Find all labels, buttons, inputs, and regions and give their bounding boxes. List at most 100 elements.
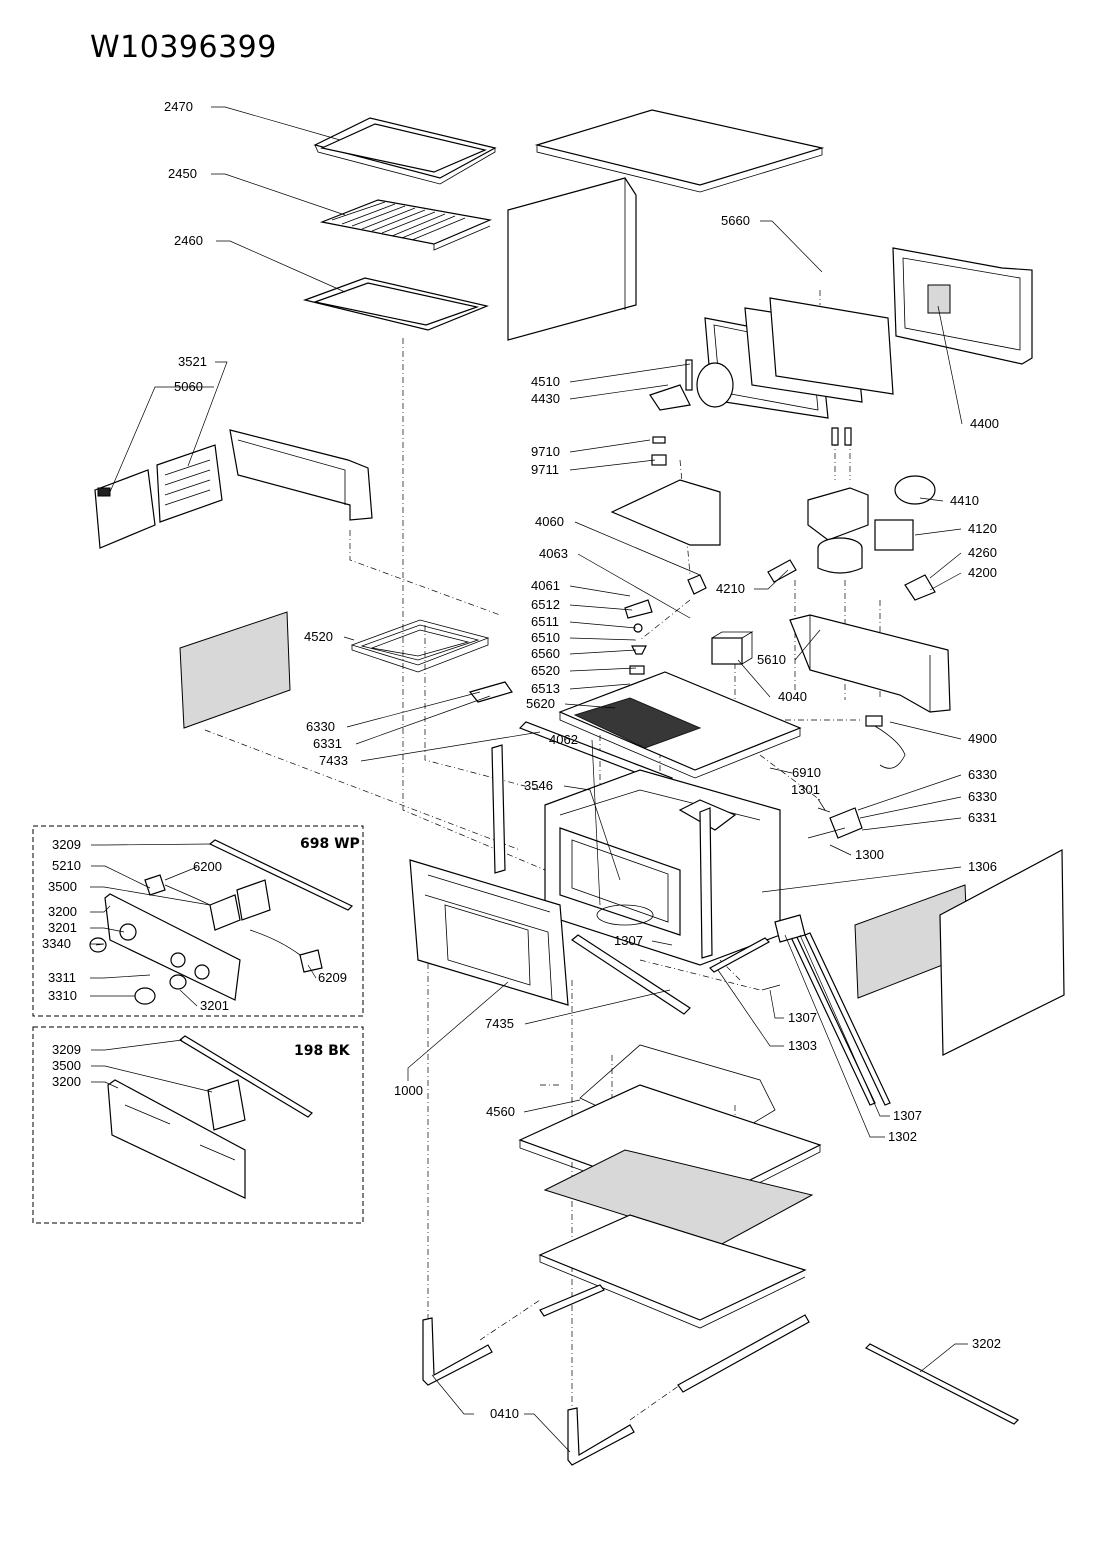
- part-2450-rack: [319, 199, 493, 251]
- part-6330-6331-clip: [468, 681, 513, 703]
- label-6209: 6209: [318, 970, 347, 985]
- part-side-panel-right: [939, 849, 1065, 1056]
- part-5620-top-cavity: [558, 671, 802, 779]
- label-6331-a: 6331: [313, 736, 342, 751]
- part-4260-4200-sensor: [904, 574, 936, 601]
- label-6330-c: 6330: [968, 789, 997, 804]
- part-9710-9711-fan-motor-mount: [610, 436, 721, 546]
- label-5060: 5060: [174, 379, 203, 394]
- part-2470-tray: [313, 117, 497, 185]
- label-3310: 3310: [48, 988, 77, 1003]
- part-top-cover-panel: [534, 109, 825, 193]
- label-4260: 4260: [968, 545, 997, 560]
- label-9710: 9710: [531, 444, 560, 459]
- label-2460: 2460: [174, 233, 203, 248]
- label-3209-b: 3209: [52, 1042, 81, 1057]
- label-4430: 4430: [531, 391, 560, 406]
- part-2460-tray: [302, 277, 489, 331]
- label-1000: 1000: [394, 1083, 423, 1098]
- label-1307-b: 1307: [788, 1010, 817, 1025]
- label-3521: 3521: [178, 354, 207, 369]
- label-6330-a: 6330: [306, 719, 335, 734]
- part-base-frame: [538, 1214, 807, 1329]
- label-1307-a: 1307: [614, 933, 643, 948]
- label-3500-b: 3500: [52, 1058, 81, 1073]
- leader-lines: [90, 106, 968, 1453]
- label-4200: 4200: [968, 565, 997, 580]
- part-side-rails: [491, 744, 713, 959]
- assembly-guide-lines: [204, 290, 881, 1421]
- label-4061: 4061: [531, 578, 560, 593]
- part-5610-rear-panel: [789, 614, 951, 713]
- label-6910: 6910: [792, 765, 821, 780]
- part-control-bracket: [229, 429, 373, 521]
- part-3521-5060-control-boards: [94, 444, 223, 549]
- label-6560: 6560: [531, 646, 560, 661]
- option-box-698wp: 698 WP: [32, 825, 364, 1017]
- label-1301: 1301: [791, 782, 820, 797]
- label-4040: 4040: [778, 689, 807, 704]
- label-3340: 3340: [42, 936, 71, 951]
- part-1303-1302-hinge-rods: [709, 914, 891, 1106]
- part-4210-capacitor: [767, 559, 797, 583]
- label-1306: 1306: [968, 859, 997, 874]
- label-5610: 5610: [757, 652, 786, 667]
- label-9711: 9711: [531, 462, 559, 477]
- label-4060: 4060: [535, 514, 564, 529]
- part-1000-door: [409, 859, 569, 1006]
- label-3202: 3202: [972, 1336, 1001, 1351]
- part-4410-4120-blower: [807, 427, 936, 574]
- label-6513: 6513: [531, 681, 560, 696]
- label-4400: 4400: [970, 416, 999, 431]
- part-thermostat-parts: [624, 574, 707, 675]
- label-5620: 5620: [526, 696, 555, 711]
- label-3209-a: 3209: [52, 837, 81, 852]
- label-6511: 6511: [531, 614, 559, 629]
- label-3546: 3546: [524, 778, 553, 793]
- label-1300: 1300: [855, 847, 884, 862]
- label-1302: 1302: [888, 1129, 917, 1144]
- part-4900-cable: [865, 715, 906, 769]
- label-3500-a: 3500: [48, 879, 77, 894]
- label-6510: 6510: [531, 630, 560, 645]
- part-labels: 2470 2450 2460 5660 4510 4430 4400 3521 …: [42, 99, 1001, 1421]
- label-4410: 4410: [950, 493, 979, 508]
- label-3200-b: 3200: [52, 1074, 81, 1089]
- part-gaskets-frames: [704, 297, 894, 419]
- label-1303: 1303: [788, 1038, 817, 1053]
- label-3201-b: 3201: [200, 998, 229, 1013]
- label-1307-c: 1307: [893, 1108, 922, 1123]
- part-4510-4430-fan-element: [649, 359, 734, 411]
- label-4062: 4062: [549, 732, 578, 747]
- label-4520: 4520: [304, 629, 333, 644]
- part-insulation-left: [179, 611, 291, 729]
- label-5660: 5660: [721, 213, 750, 228]
- page-title: W10396399: [90, 30, 277, 65]
- label-4120: 4120: [968, 521, 997, 536]
- label-6200: 6200: [193, 859, 222, 874]
- label-6520: 6520: [531, 663, 560, 678]
- label-0410: 0410: [490, 1406, 519, 1421]
- part-1300-1306-hinge: [807, 807, 863, 839]
- part-4400-housing: [892, 247, 1033, 365]
- label-6330-b: 6330: [968, 767, 997, 782]
- option-box-698wp-title: 698 WP: [300, 836, 360, 852]
- part-3202-strip: [864, 1343, 1020, 1425]
- part-0410-feet: [422, 1284, 810, 1466]
- label-2470: 2470: [164, 99, 193, 114]
- label-4560: 4560: [486, 1104, 515, 1119]
- part-side-panel-left-upper: [507, 177, 637, 341]
- label-4063: 4063: [539, 546, 568, 561]
- label-7433: 7433: [319, 753, 348, 768]
- label-3311: 3311: [48, 970, 76, 985]
- part-7433-front-trim: [518, 721, 674, 785]
- part-4040-transformer: [711, 631, 754, 665]
- label-6512: 6512: [531, 597, 560, 612]
- part-4520-grill-element: [350, 619, 490, 673]
- label-5210: 5210: [52, 858, 81, 873]
- label-4900: 4900: [968, 731, 997, 746]
- label-4510: 4510: [531, 374, 560, 389]
- part-7435-trim: [570, 934, 691, 1015]
- label-7435: 7435: [485, 1016, 514, 1031]
